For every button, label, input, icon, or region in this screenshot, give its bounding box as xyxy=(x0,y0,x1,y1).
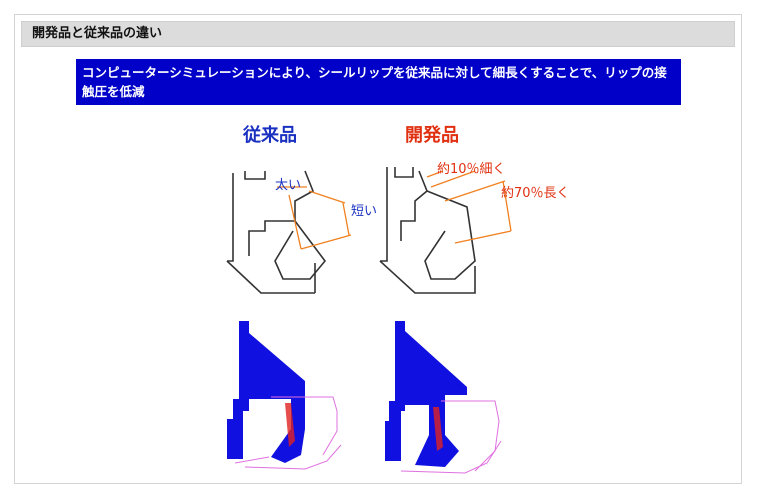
conventional-seal-outline xyxy=(226,170,327,294)
note-longer: 約70％長く xyxy=(501,186,570,201)
developed-dimensions xyxy=(426,170,512,244)
figure-caption: コンピューターシミュレーションにより、シールリップを従来品に対して細長くすること… xyxy=(76,59,681,105)
content-panel: 開発品と従来品の違い コンピューターシミュレーションにより、シールリップを従来品… xyxy=(14,14,742,484)
simulation-developed xyxy=(385,321,502,474)
conventional-dimensions xyxy=(277,186,352,250)
panel-title: 開発品と従来品の違い xyxy=(21,21,735,47)
label-developed: 開発品 xyxy=(405,124,459,146)
note-thinner: 約10％細く xyxy=(437,162,506,177)
seal-comparison-figure: 従来品 開発品 太い 短い xyxy=(205,111,570,483)
developed-seal-outline xyxy=(379,167,476,294)
note-short: 短い xyxy=(351,204,377,219)
note-thick: 太い xyxy=(275,178,301,193)
label-conventional: 従来品 xyxy=(242,124,297,146)
seal-diagram: 従来品 開発品 太い 短い xyxy=(226,124,570,474)
simulation-conventional xyxy=(227,321,342,470)
